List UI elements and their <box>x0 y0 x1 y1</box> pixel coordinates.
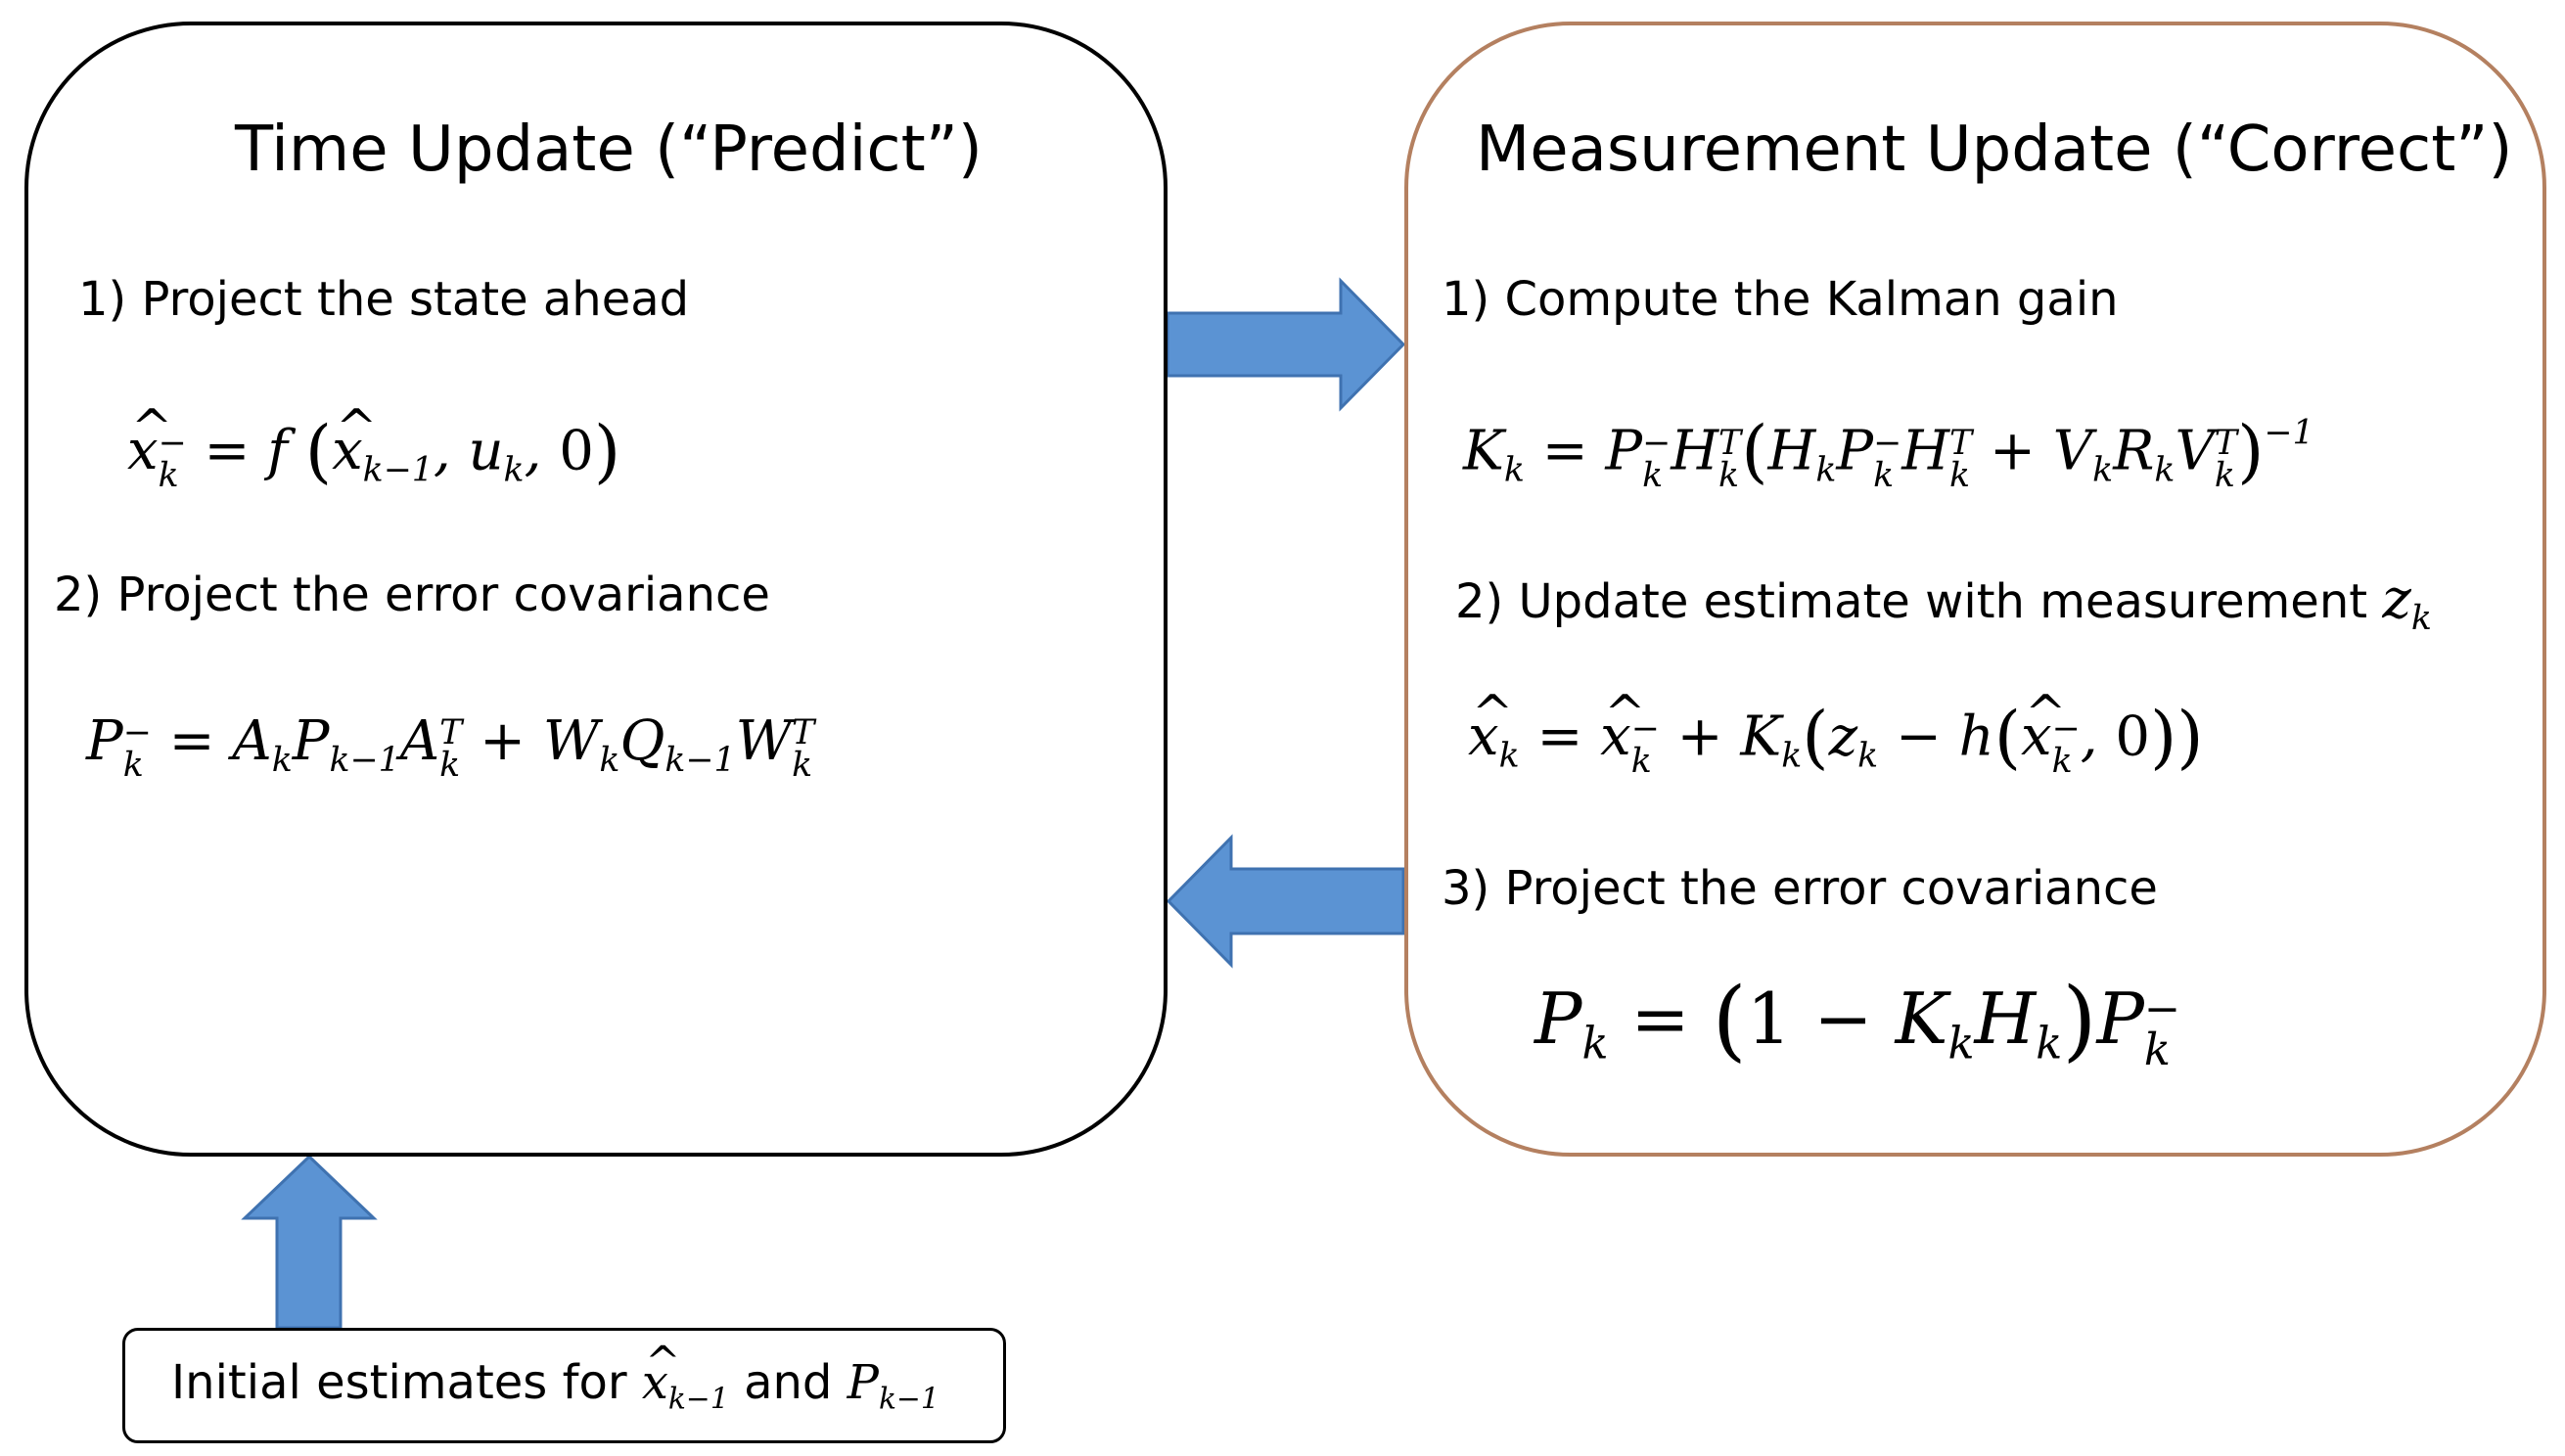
time-update-box <box>24 22 1168 1157</box>
predict-step-2: 2) Project the error covariance <box>54 568 770 622</box>
initial-estimates-prefix: Initial estimates for <box>171 1355 627 1410</box>
correct-step-1: 1) Compute the Kalman gain <box>1442 272 2119 327</box>
arrow-correct-to-predict <box>1166 834 1405 969</box>
initial-estimates-text: Initial estimates for xk−1 and Pk−1 <box>171 1338 939 1417</box>
time-update-title: Time Update (“Predict”) <box>235 114 983 186</box>
measurement-update-title: Measurement Update (“Correct”) <box>1476 114 2513 186</box>
arrow-initial-to-predict <box>241 1154 378 1330</box>
correct-covariance-equation: Pk = (1 − KkHk)P−k <box>1534 969 2181 1076</box>
measurement-update-box <box>1404 22 2546 1157</box>
state-projection-equation: x−k = f (xk−1, uk, 0) <box>127 398 620 492</box>
correct-step-2: 2) Update estimate with measurement zk <box>1455 568 2432 639</box>
initial-estimates-and: and <box>744 1355 833 1410</box>
arrow-predict-to-correct <box>1166 277 1406 412</box>
correct-step-2-label: 2) Update estimate with measurement <box>1455 574 2368 629</box>
state-update-equation: xk = x−k + Kk(zk − h(x−k, 0)) <box>1468 684 2204 778</box>
predict-step-1: 1) Project the state ahead <box>78 272 690 327</box>
correct-step-3: 3) Project the error covariance <box>1442 861 2158 916</box>
initial-estimates-box <box>122 1328 1006 1443</box>
